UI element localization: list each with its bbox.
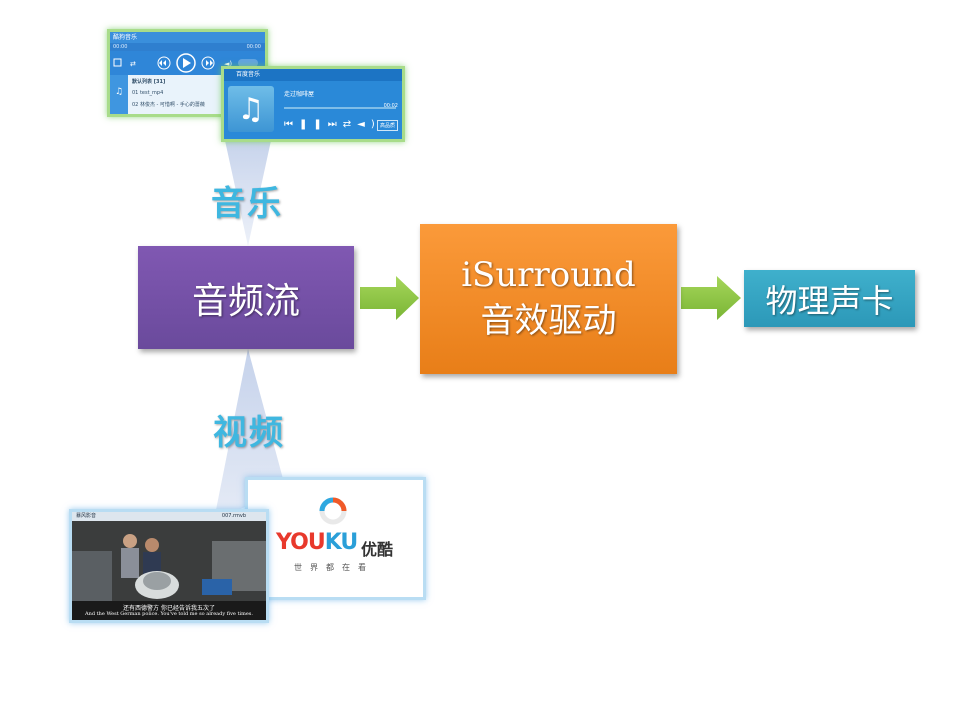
isurround-driver-box: iSurround 音效驱动 <box>420 224 677 374</box>
audio-stream-label: 音频流 <box>191 280 300 322</box>
baidu-music-player: 百度音乐 ♫ 走过咖啡屋 00:02 ⏮❚❚⏭⇄◄) 高品质 <box>221 66 405 142</box>
baidu-titlebar: 百度音乐 <box>224 69 402 81</box>
music-note-icon: ♫ <box>228 86 274 132</box>
baidu-time: 00:02 <box>383 103 398 109</box>
kuwo-time-start: 00:00 <box>113 44 128 50</box>
storm-video-player: 暴风影音 007.rmvb 还有西德警方 你已经告诉我五次了 And the W… <box>69 509 269 623</box>
kuwo-playback-icons[interactable]: ⇄ ◄) <box>110 51 265 75</box>
subtitle-chinese: 还有西德警方 你已经告诉我五次了 <box>123 605 215 612</box>
youku-chinese-name: 优酷 <box>361 540 394 559</box>
music-note-icon: ♫ <box>114 87 124 97</box>
video-scene-image <box>72 521 266 601</box>
baidu-playback-icons[interactable]: ⏮❚❚⏭⇄◄) <box>284 119 381 130</box>
kuwo-music-player: 酷狗音乐 00:00 00:00 ⇄ ◄) ♫ 默认列表 [31] 01 tes… <box>107 29 268 117</box>
baidu-song-title: 走过咖啡屋 <box>284 91 315 98</box>
driver-label-line1: iSurround <box>461 255 636 296</box>
driver-label-line2: 音效驱动 <box>480 301 617 341</box>
music-label: 音乐 <box>211 184 283 224</box>
kuwo-list-item[interactable]: 02 林俊杰 - 可惜啊 - 手心的薔薇 <box>132 102 205 108</box>
video-player-title: 暴风影音 <box>76 513 97 519</box>
kuwo-list-item[interactable]: 01 test_mp4 <box>132 90 164 96</box>
video-label: 视频 <box>213 413 285 453</box>
kuwo-list-header: 默认列表 [31] <box>132 79 166 85</box>
sound-card-box: 物理声卡 <box>744 270 915 327</box>
video-file-name: 007.rmvb <box>221 513 246 519</box>
svg-text:⇄: ⇄ <box>130 60 136 68</box>
video-titlebar: 暴风影音 007.rmvb <box>72 512 266 521</box>
baidu-quality-badge[interactable]: 高品质 <box>376 120 398 131</box>
kuwo-sidebar: ♫ <box>110 75 128 114</box>
subtitle-english: And the West German police. You've told … <box>85 611 253 617</box>
baidu-progress-bar[interactable] <box>284 107 396 109</box>
kuwo-time-row: 00:00 00:00 <box>110 43 265 51</box>
audio-stream-box: 音频流 <box>138 246 354 349</box>
kuwo-titlebar: 酷狗音乐 <box>110 32 265 43</box>
svg-text:◄): ◄) <box>224 60 232 68</box>
youku-wordmark: YOUKU <box>276 530 358 555</box>
video-frame[interactable] <box>72 521 266 601</box>
arrow-to-driver <box>360 276 419 320</box>
music-beam <box>224 136 272 246</box>
kuwo-time-end: 00:00 <box>246 44 261 50</box>
kuwo-controls[interactable]: ⇄ ◄) <box>110 51 265 75</box>
sound-card-label: 物理声卡 <box>765 281 894 320</box>
youku-tagline: 世界都在看 <box>294 563 374 572</box>
youku-logo-card: YOUKU 优酷 世界都在看 <box>245 477 426 600</box>
youku-ring-icon <box>319 497 347 525</box>
arrow-to-soundcard <box>681 276 741 320</box>
